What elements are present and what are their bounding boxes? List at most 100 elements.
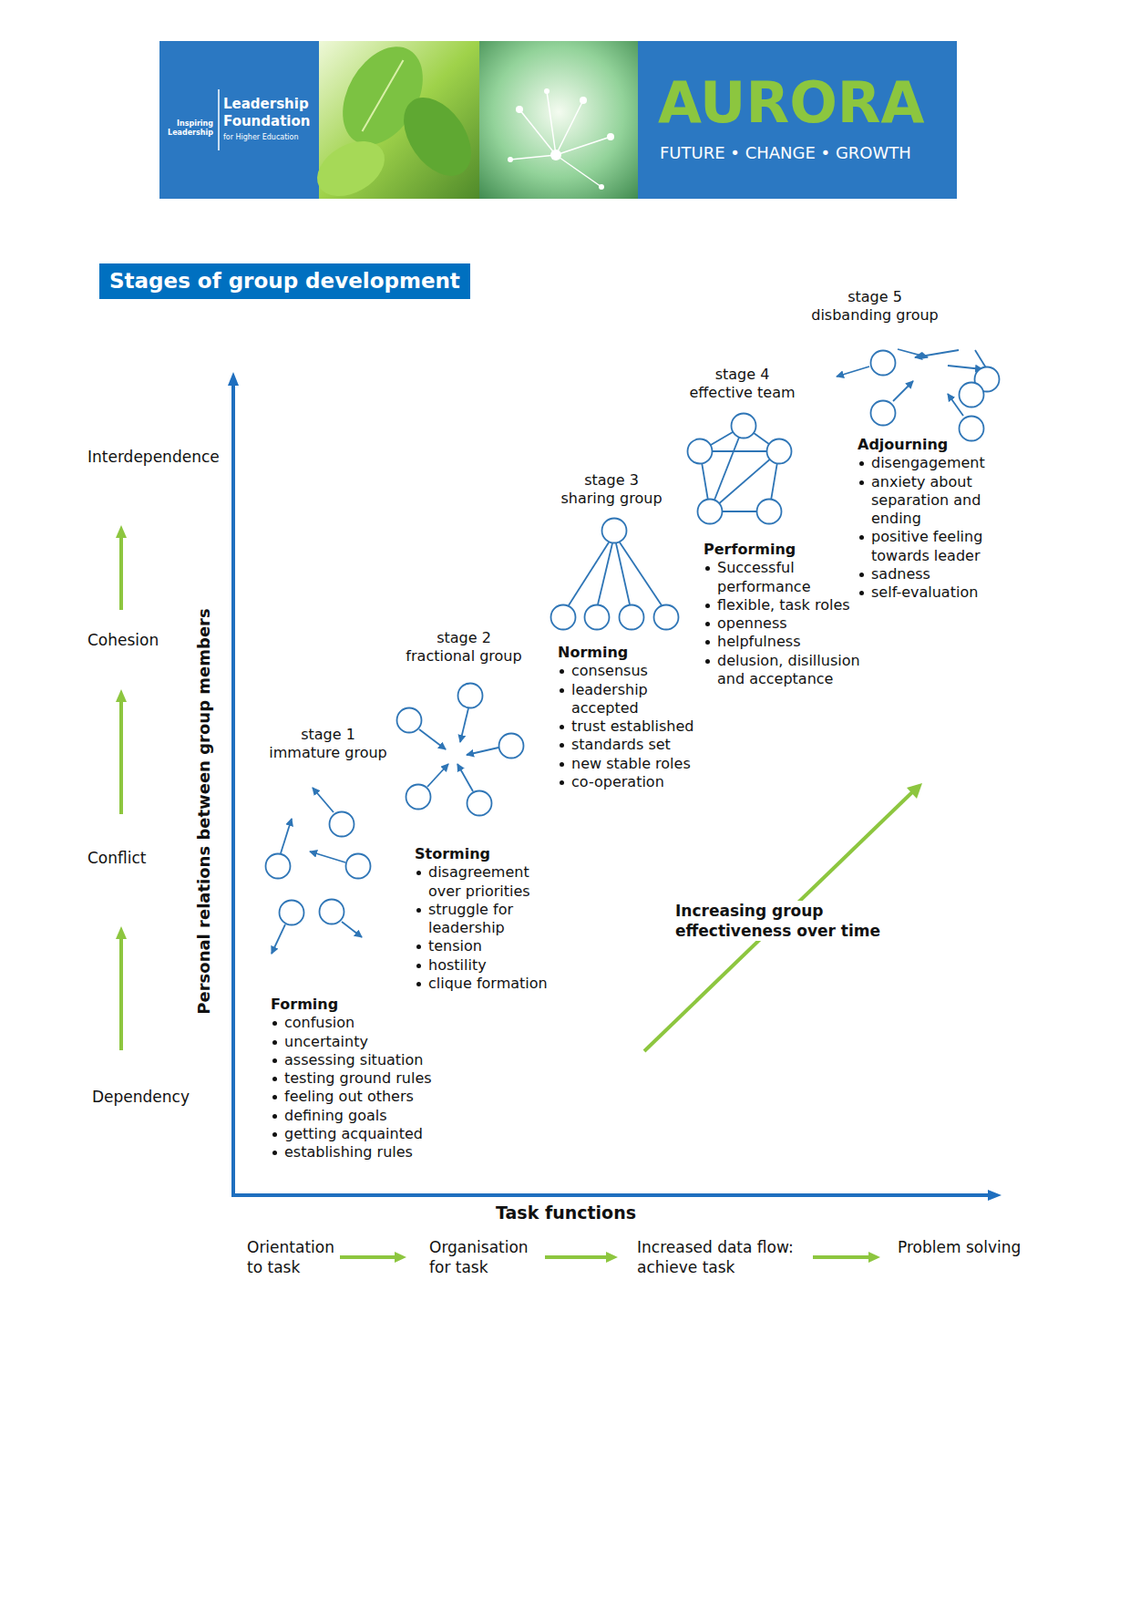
dew-drop bbox=[579, 96, 587, 104]
list-item-text: assessing situation bbox=[284, 1050, 467, 1069]
member-circle bbox=[698, 499, 723, 524]
dandelion-seeds bbox=[510, 91, 611, 187]
member-circle bbox=[871, 350, 896, 376]
bullet-dot bbox=[416, 944, 422, 949]
list-heading: Adjourning bbox=[857, 435, 999, 454]
task-stage: Organisation for task bbox=[429, 1236, 539, 1277]
list-item-text: flexible, task roles bbox=[717, 595, 873, 615]
list-item: self-evaluation bbox=[857, 583, 999, 602]
bullet-dot bbox=[705, 603, 710, 608]
list-item: flexible, task roles bbox=[703, 595, 873, 615]
dew-drop bbox=[550, 149, 562, 161]
stage-label: stage 4 effective team bbox=[685, 365, 800, 402]
member-circle bbox=[767, 439, 792, 464]
member-circle bbox=[871, 400, 896, 426]
leaf-vein bbox=[362, 60, 404, 132]
member-arrow bbox=[836, 366, 870, 377]
list-item-text: helpfulness bbox=[717, 632, 873, 651]
list-item: assessing situation bbox=[270, 1050, 467, 1069]
dew-drop bbox=[507, 156, 514, 163]
member-circle bbox=[279, 900, 305, 925]
list-item: new stable roles bbox=[557, 754, 704, 773]
member-circle bbox=[346, 853, 371, 879]
list-item-text: leadership accepted bbox=[571, 680, 704, 719]
x-axis-head bbox=[987, 1189, 1002, 1201]
list-item: struggle for leadership bbox=[414, 900, 556, 938]
list-heading: Performing bbox=[703, 540, 873, 559]
member-arrow bbox=[466, 747, 499, 755]
stage4-group bbox=[688, 413, 792, 524]
bullet-dot bbox=[272, 1131, 278, 1137]
bullet-dot bbox=[705, 658, 710, 664]
logo-text: Inspiring Leadership bbox=[160, 119, 214, 138]
list-item: tension bbox=[414, 936, 556, 956]
list-item: confusion bbox=[270, 1013, 467, 1032]
list-item: consensus bbox=[557, 661, 704, 680]
bullet-dot bbox=[859, 461, 864, 466]
seed-stem bbox=[546, 91, 556, 155]
list-item: helpfulness bbox=[703, 632, 873, 651]
bullet-dot bbox=[272, 1150, 278, 1155]
list-item-text: clique formation bbox=[428, 974, 556, 993]
bullet-dot bbox=[859, 480, 864, 485]
bullet-dot bbox=[559, 761, 565, 767]
member-link bbox=[616, 543, 630, 605]
member-circle bbox=[319, 899, 345, 925]
annotation: Increasing group effectiveness over time bbox=[675, 900, 931, 941]
bullet-dot bbox=[416, 907, 422, 913]
task-arrow bbox=[544, 1254, 608, 1259]
member-circle bbox=[731, 413, 757, 439]
list-item-text: hostility bbox=[428, 955, 556, 975]
list-item-text: disagreement over priorities bbox=[428, 862, 556, 901]
bullet-dot bbox=[272, 1113, 278, 1119]
axis-level-label: Interdependence bbox=[87, 446, 220, 467]
list-item: Successful performance bbox=[703, 558, 873, 596]
y-axis-head bbox=[227, 371, 239, 386]
stage5-group bbox=[836, 349, 1000, 442]
list-item: feeling out others bbox=[270, 1087, 467, 1106]
arrowhead bbox=[115, 524, 127, 538]
list-item-text: positive feeling towards leader bbox=[871, 527, 999, 565]
list-item: hostility bbox=[414, 955, 556, 975]
member-link bbox=[709, 425, 744, 512]
list-item: getting acquainted bbox=[270, 1124, 467, 1143]
arrowhead bbox=[394, 1251, 407, 1263]
task-stage: Orientation to task bbox=[246, 1236, 343, 1277]
list-item: positive feeling towards leader bbox=[857, 527, 999, 565]
leaf bbox=[390, 84, 485, 188]
list-item: disengagement bbox=[857, 453, 999, 473]
list-item-text: co-operation bbox=[571, 772, 704, 791]
arrowhead bbox=[115, 688, 127, 702]
bullet-dot bbox=[705, 639, 710, 645]
member-arrow bbox=[341, 921, 362, 937]
list-item-text: tension bbox=[428, 936, 556, 956]
list-item: establishing rules bbox=[270, 1142, 467, 1161]
level-arrows bbox=[121, 535, 913, 1257]
list-item-text: establishing rules bbox=[284, 1142, 467, 1161]
green-heads bbox=[115, 524, 923, 1263]
list-item: co-operation bbox=[557, 772, 704, 791]
list-item-text: disengagement bbox=[871, 453, 999, 473]
member-circle bbox=[585, 605, 610, 630]
arrowhead bbox=[115, 925, 127, 939]
bullet-dot bbox=[416, 981, 422, 987]
list-item: disagreement over priorities bbox=[414, 862, 556, 901]
task-arrow bbox=[339, 1254, 397, 1259]
stage-label: stage 5 disbanding group bbox=[808, 287, 942, 325]
member-link bbox=[597, 543, 613, 605]
list-item: anxiety about separation and ending bbox=[857, 472, 999, 529]
bullet-dot bbox=[859, 590, 864, 596]
task-stage: Problem solving bbox=[897, 1236, 1021, 1257]
list-item: defining goals bbox=[270, 1106, 467, 1125]
axis-level-label: Conflict bbox=[87, 847, 147, 868]
stage-label: stage 2 fractional group bbox=[402, 628, 525, 666]
bullet-list: Normingconsensusleadership acceptedtrust… bbox=[557, 643, 704, 791]
list-item-text: defining goals bbox=[284, 1106, 467, 1125]
member-circle bbox=[757, 499, 782, 524]
list-item-text: consensus bbox=[571, 661, 704, 680]
level-arrow bbox=[119, 699, 124, 814]
member-arrow bbox=[427, 763, 449, 787]
list-item-text: delusion, disillusion and acceptance bbox=[717, 651, 873, 689]
seed-stem bbox=[510, 154, 556, 160]
